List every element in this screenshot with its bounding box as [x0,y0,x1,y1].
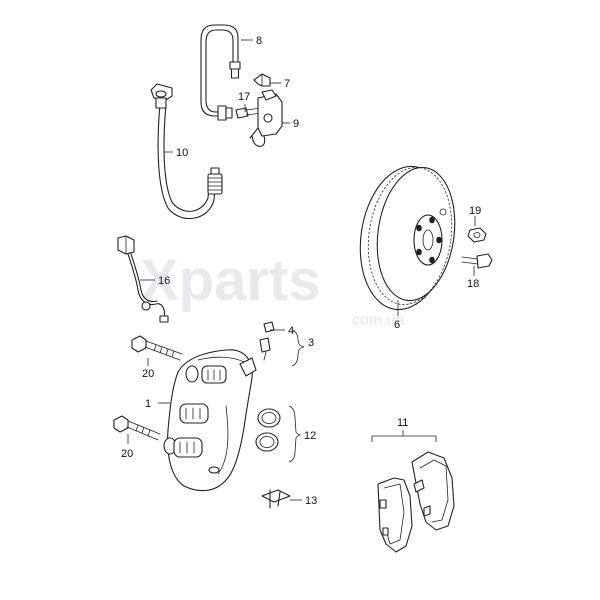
part-20-bolt-lower [113,415,161,441]
part-10-brake-hose [150,83,223,220]
callout-18: 18 [467,278,479,290]
part-8-brake-line [200,24,241,121]
part-6-brake-disc [359,165,456,311]
callout-17: 17 [238,91,250,103]
callout-4: 4 [288,325,294,337]
callout-20-lower: 20 [121,448,133,460]
callout-6: 6 [394,319,400,331]
part-13-spring-clip [261,489,291,509]
watermark-main: Xparts [140,248,321,313]
leader-lines [127,39,476,501]
part-16-wear-sensor [117,235,169,323]
part-19-nut [467,227,487,243]
callout-1: 1 [145,398,151,410]
callout-20-upper: 20 [142,368,154,380]
part-20-bolt-upper [131,335,183,361]
callout-12: 12 [304,430,316,442]
callout-13: 13 [305,495,317,507]
part-11-brake-pads [377,451,455,553]
part-9-bracket [249,89,283,147]
part-12-seals [255,408,281,452]
part-4-bleed-valve [259,321,275,361]
part-7-clip [253,73,271,87]
callout-8: 8 [256,35,262,47]
part-1-brake-caliper [163,349,257,492]
callout-19: 19 [469,205,481,217]
watermark: Xparts com.ua [140,248,405,329]
callouts: 8 7 17 9 10 16 19 18 6 4 3 1 20 20 12 13… [121,35,481,507]
callout-3: 3 [308,337,314,349]
callout-10: 10 [176,147,188,159]
part-18-bolt [461,253,493,269]
callout-7: 7 [284,78,290,90]
callout-9: 9 [293,118,299,130]
callout-11: 11 [397,417,408,429]
callout-16: 16 [158,275,170,287]
watermark-sub: com.ua [352,312,405,329]
